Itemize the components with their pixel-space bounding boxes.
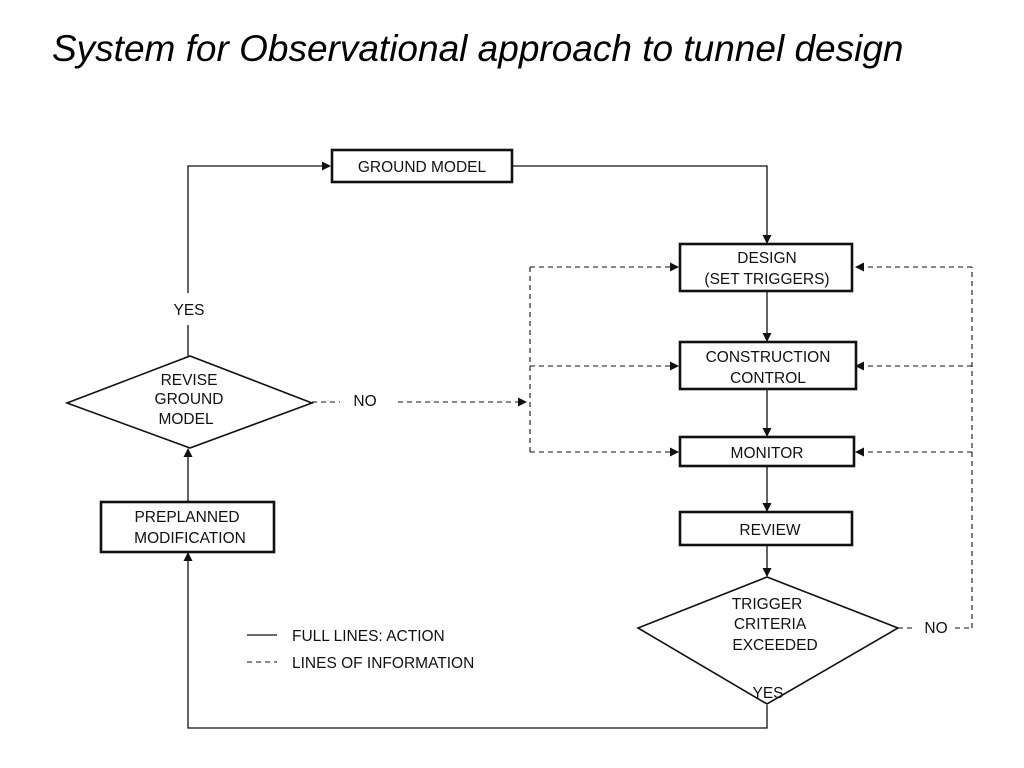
node-preplanned-modification: PREPLANNED MODIFICATION bbox=[99, 500, 276, 554]
node-construction-line-2: CONTROL bbox=[730, 370, 806, 387]
node-trigger-criteria: TRIGGER CRITERIA EXCEEDED bbox=[636, 576, 900, 705]
node-revise-ground-model: REVISE GROUND MODEL bbox=[64, 355, 315, 449]
node-preplanned-line-1: PREPLANNED bbox=[134, 509, 239, 526]
node-revise-line-3: MODEL bbox=[158, 411, 214, 428]
legend-dashed-label: LINES OF INFORMATION bbox=[292, 655, 474, 672]
node-review: REVIEW bbox=[678, 510, 854, 547]
node-construction-line-1: CONSTRUCTION bbox=[706, 349, 831, 366]
label-trigger-no: NO bbox=[924, 620, 947, 637]
node-monitor: MONITOR bbox=[678, 435, 856, 468]
node-revise-line-2: GROUND bbox=[155, 391, 224, 408]
node-monitor-label: MONITOR bbox=[731, 445, 804, 462]
node-construction-control: CONSTRUCTION CONTROL bbox=[678, 340, 858, 391]
node-preplanned-line-2: MODIFICATION bbox=[134, 530, 246, 547]
node-ground-model: GROUND MODEL bbox=[330, 148, 514, 184]
label-revise-no: NO bbox=[353, 393, 376, 410]
node-trigger-line-3: EXCEEDED bbox=[732, 637, 817, 654]
edge-trigger-yes-to-preplanned bbox=[183, 552, 768, 729]
legend: FULL LINES: ACTION LINES OF INFORMATION bbox=[247, 628, 474, 672]
node-review-label: REVIEW bbox=[739, 522, 801, 539]
node-design: DESIGN (SET TRIGGERS) bbox=[678, 242, 854, 293]
node-design-line-1: DESIGN bbox=[737, 250, 796, 267]
edge-ground-model-to-design bbox=[512, 165, 772, 244]
node-revise-line-1: REVISE bbox=[161, 372, 218, 389]
slide-title: System for Observational approach to tun… bbox=[52, 28, 904, 69]
label-trigger-yes: YES bbox=[752, 685, 783, 702]
node-design-line-2: (SET TRIGGERS) bbox=[704, 271, 829, 288]
node-trigger-line-1: TRIGGER bbox=[732, 596, 803, 613]
node-ground-model-label: GROUND MODEL bbox=[358, 159, 487, 176]
edge-revise-yes-upper bbox=[187, 161, 331, 293]
node-trigger-line-2: CRITERIA bbox=[734, 616, 807, 633]
label-revise-yes: YES bbox=[173, 302, 204, 319]
legend-solid-label: FULL LINES: ACTION bbox=[292, 628, 445, 645]
